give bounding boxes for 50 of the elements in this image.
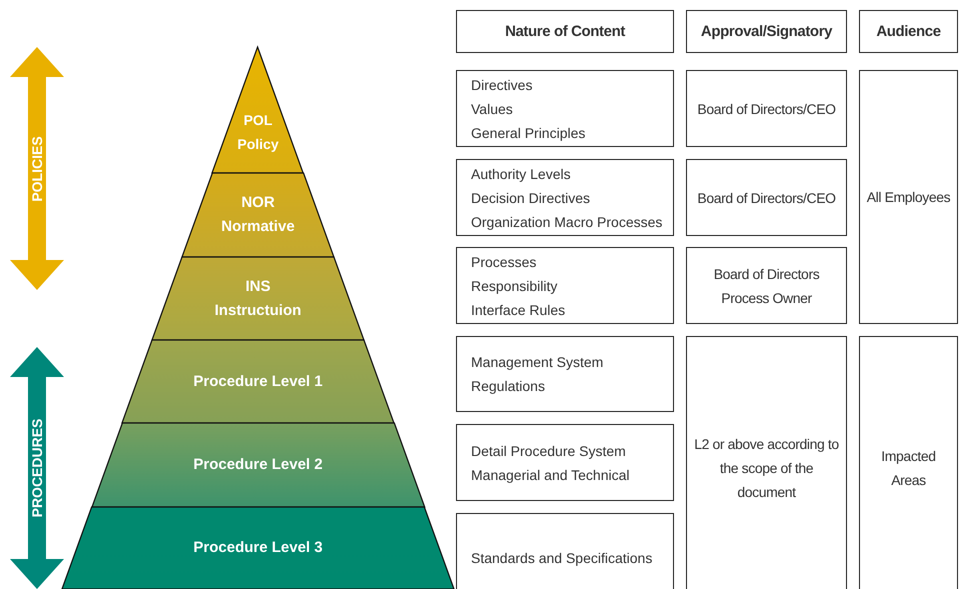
tier-label: Procedure Level 3 — [193, 538, 323, 558]
table-box — [686, 247, 847, 324]
table-box — [859, 10, 958, 53]
tier-label: INS — [245, 276, 270, 296]
table-box — [456, 159, 674, 236]
table-box — [686, 159, 847, 236]
table-text: Detail Procedure System — [471, 442, 626, 461]
category-label: PROCEDURES — [29, 418, 45, 518]
table-box — [686, 10, 847, 53]
table-text: Management System — [471, 353, 604, 372]
table-text: Organization Macro Processes — [471, 212, 662, 232]
tier-label: NOR — [241, 193, 275, 213]
table-text: Process Owner — [721, 288, 812, 308]
tier-label: Policy — [237, 135, 279, 154]
table-text: Board of Directors — [714, 264, 820, 284]
column-header: Audience — [876, 22, 941, 42]
table-text: Values — [471, 100, 513, 118]
table-box — [456, 70, 674, 147]
table-text: Decision Directives — [471, 188, 590, 208]
table-box — [686, 336, 847, 589]
table-box — [456, 424, 674, 501]
table-text: Authority Levels — [471, 164, 571, 184]
table-text: Board of Directors/CEO — [697, 188, 836, 208]
column-header: Nature of Content — [505, 22, 625, 42]
tier-label: POL — [244, 111, 272, 130]
tier-label: Procedure Level 1 — [193, 372, 323, 392]
table-text: L2 or above according to the scope of the document — [693, 435, 840, 502]
table-text: Managerial and Technical — [471, 466, 630, 485]
column-header: Approval/Signatory — [700, 22, 832, 42]
table-box — [686, 70, 847, 147]
table-box — [456, 247, 674, 324]
table-text: Responsibility — [471, 276, 558, 296]
table-box — [456, 10, 674, 53]
table-box — [456, 336, 674, 412]
tier-label: Normative — [221, 217, 295, 237]
table-text: Directives — [471, 76, 532, 94]
table-box — [859, 336, 958, 589]
table-text: Impacted Areas — [880, 447, 937, 490]
table-text: All Employees — [866, 188, 950, 207]
tier-label: Instructuion — [214, 300, 302, 320]
table-text: Processes — [471, 252, 536, 272]
tier-label: Procedure Level 2 — [193, 455, 323, 475]
table-text: Standards and Specifications — [471, 549, 652, 568]
table-text: General Principles — [471, 124, 586, 143]
category-label: POLICIES — [29, 136, 45, 202]
table-text: Board of Directors/CEO — [697, 100, 836, 118]
table-text: Regulations — [471, 377, 545, 396]
table-text: Interface Rules — [471, 300, 566, 320]
table-box — [456, 513, 674, 589]
table-box — [859, 70, 958, 324]
